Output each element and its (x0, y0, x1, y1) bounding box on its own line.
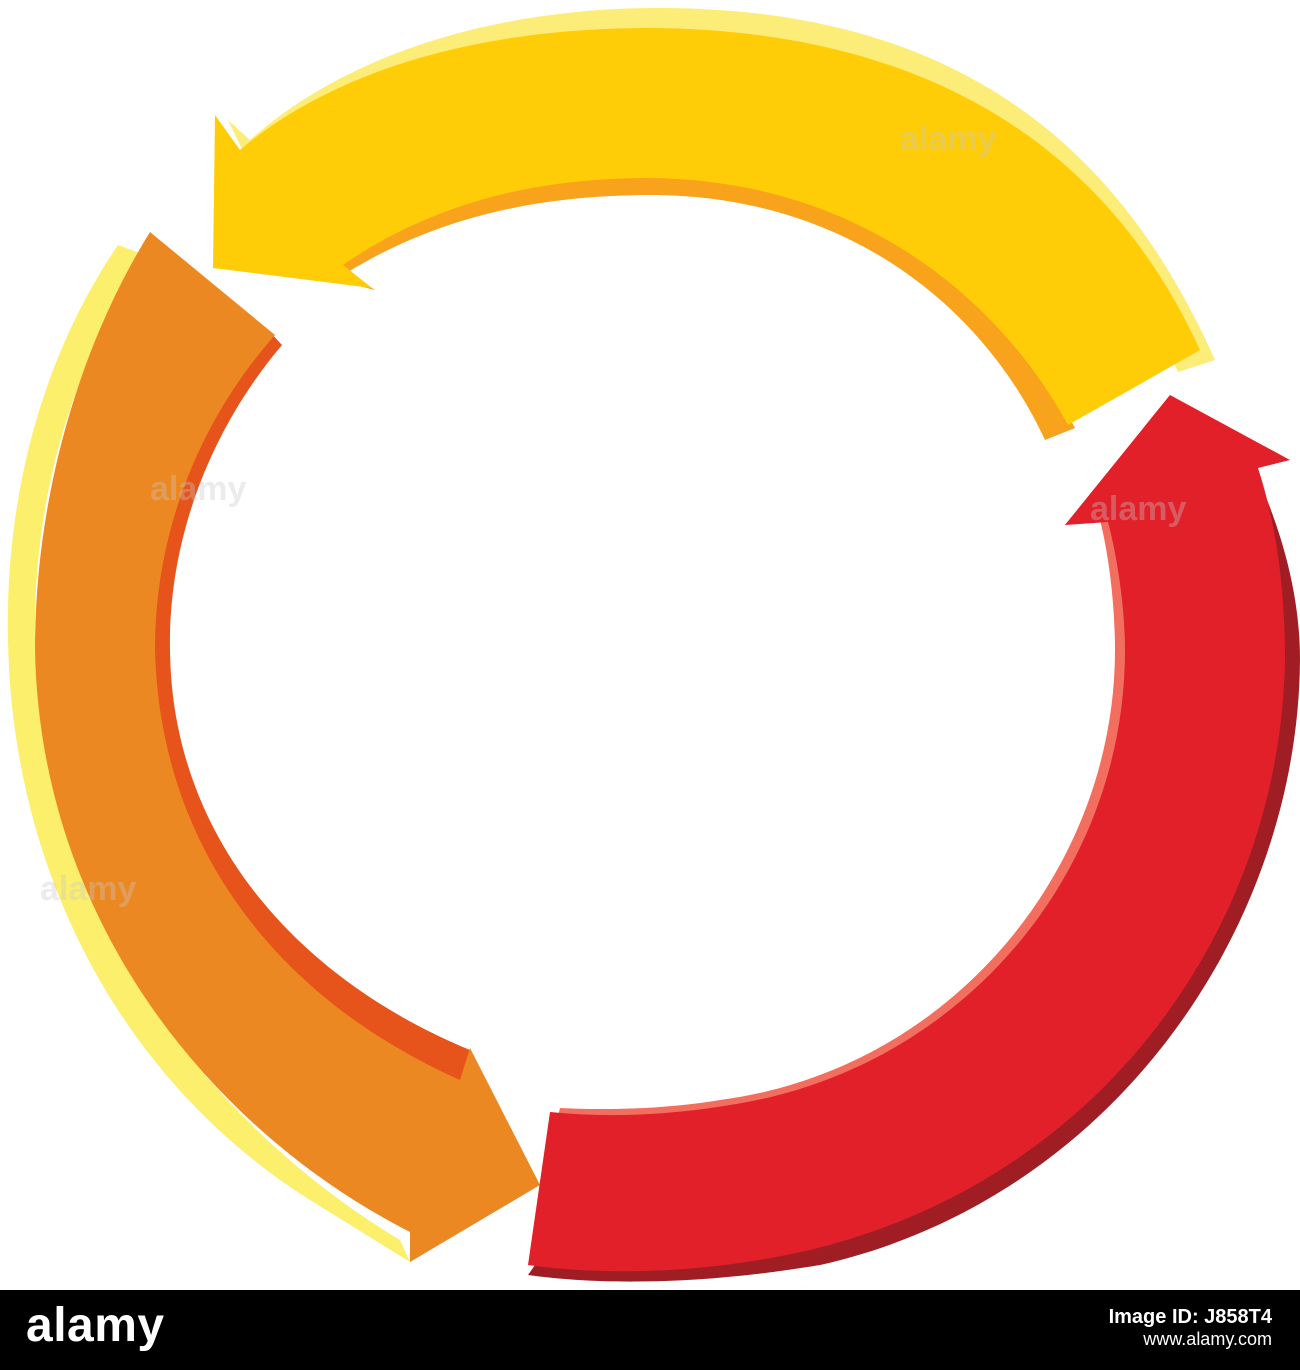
image-id: Image ID: J858T4 (1108, 1306, 1272, 1328)
watermark-text: alamy (1090, 490, 1186, 528)
watermark-text: alamy (150, 470, 246, 508)
orange-arrow (7, 232, 540, 1262)
site-url: www.alamy.com (1143, 1329, 1272, 1349)
watermark-text: alamy (40, 870, 136, 908)
yellow-arrow-body (213, 28, 1200, 425)
stock-footer-bar: alamy Image ID: J858T4 www.alamy.com (0, 1290, 1300, 1370)
red-arrow (528, 395, 1300, 1282)
watermark-layer: alamy alamy alamy alamy (40, 120, 1186, 908)
orange-arrow-body (35, 232, 540, 1262)
yellow-arrow (213, 7, 1215, 440)
image-meta: Image ID: J858T4 www.alamy.com (1109, 1306, 1272, 1350)
red-arrow-body (528, 395, 1290, 1272)
watermark-text: alamy (900, 120, 996, 158)
cycle-arrows-diagram: alamy alamy alamy alamy (7, 7, 1300, 1282)
brand-logo: alamy (26, 1299, 165, 1352)
diagram-canvas: alamy alamy alamy alamy (7, 7, 1300, 1282)
